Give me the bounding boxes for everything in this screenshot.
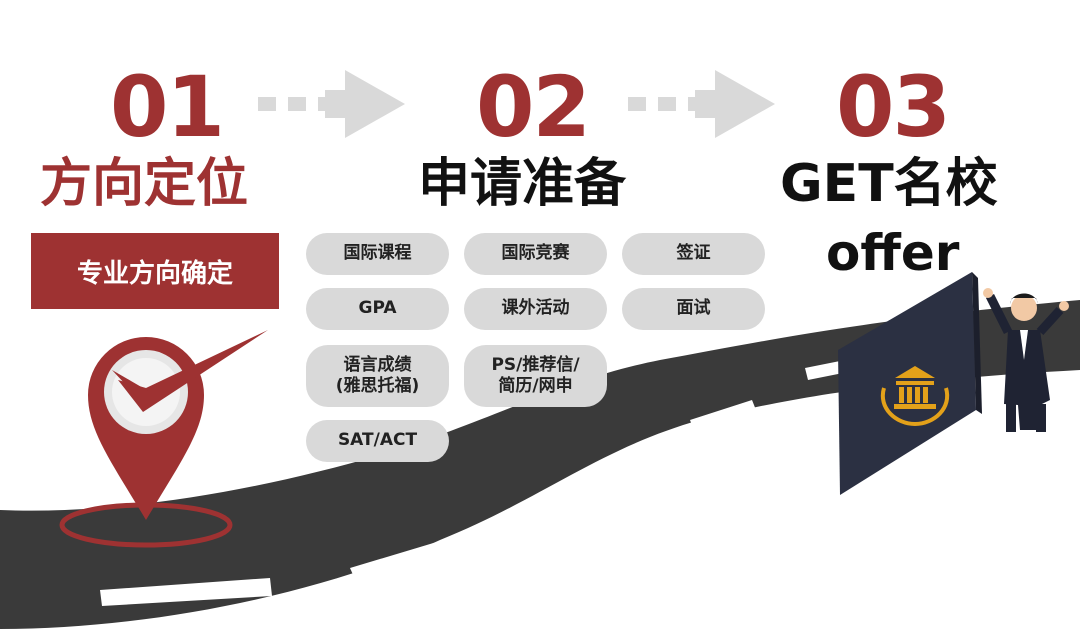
arrow-right-icon xyxy=(258,70,405,138)
prep-item-line: (雅思托福) xyxy=(335,376,420,396)
prep-item: 国际竞赛 xyxy=(464,233,607,275)
prep-item: 国际课程 xyxy=(306,233,449,275)
arrow-right-icon xyxy=(628,70,775,138)
step-title-2: 申请准备 xyxy=(418,154,627,214)
prep-item: SAT/ACT xyxy=(306,420,449,462)
step-number-2: 02 xyxy=(476,58,591,156)
step-number-3: 03 xyxy=(836,58,951,156)
road-dashes xyxy=(100,360,848,606)
road xyxy=(0,300,1080,629)
university-building-icon xyxy=(894,366,936,409)
prep-item-line: PS/推荐信/ xyxy=(491,354,580,375)
laurel-wreath-icon xyxy=(880,387,950,426)
prep-item: 签证 xyxy=(622,233,765,275)
step-title-3: GET名校 xyxy=(780,154,998,214)
prep-item-line: 语言成绩 xyxy=(343,354,412,375)
prep-item: 语言成绩 (雅思托福) xyxy=(306,345,449,407)
person-figure xyxy=(983,288,1069,432)
step-title-3-offer: offer xyxy=(826,224,960,282)
prep-item: GPA xyxy=(306,288,449,330)
prep-item-line: 简历/网申 xyxy=(498,376,573,396)
step-subtitle-1: 专业方向确定 xyxy=(31,233,279,309)
step-number-1: 01 xyxy=(110,58,225,156)
step-title-1: 方向定位 xyxy=(40,154,249,214)
prep-item: 课外活动 xyxy=(464,288,607,330)
prep-item: PS/推荐信/ 简历/网申 xyxy=(464,345,607,407)
checkmark-icon xyxy=(112,330,268,412)
prep-item: 面试 xyxy=(622,288,765,330)
